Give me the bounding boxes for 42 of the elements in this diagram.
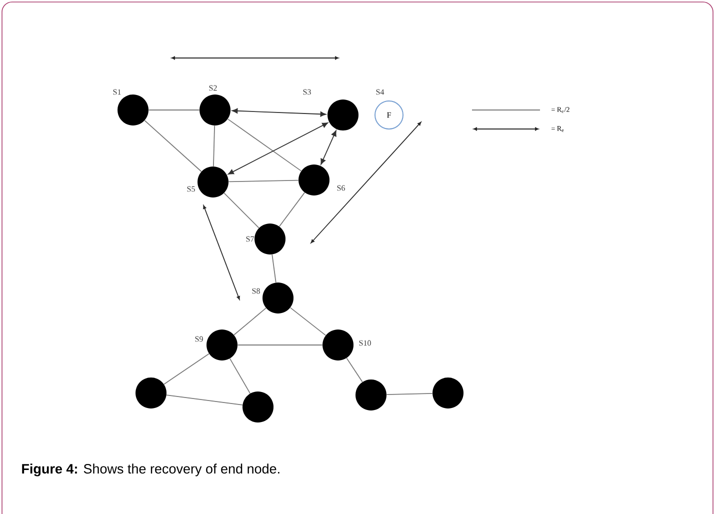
- link-line: [224, 192, 260, 228]
- node-label: S5: [187, 186, 195, 192]
- node-label: S8: [252, 288, 260, 294]
- node-label: S9: [195, 336, 203, 342]
- arrow: [320, 130, 336, 165]
- arrow: [232, 108, 326, 117]
- link-line: [272, 254, 276, 283]
- sensor-node: [432, 378, 464, 408]
- node-label: S1: [113, 89, 121, 95]
- link-line: [237, 344, 323, 346]
- link-line: [213, 125, 216, 167]
- sensor-node: [356, 380, 386, 410]
- link-line: [164, 353, 210, 385]
- arrow: [228, 122, 328, 174]
- sensor-node: [254, 224, 286, 254]
- sensor-node: [136, 378, 166, 408]
- node-label: S3: [303, 89, 311, 95]
- link-line: [228, 180, 299, 182]
- sensor-node: [206, 330, 238, 360]
- sensor-node: [322, 330, 354, 360]
- link-line: [346, 358, 363, 382]
- sensor-node: [118, 94, 148, 126]
- node-label: S2: [209, 85, 217, 91]
- link-line: [290, 307, 326, 336]
- sensor-node: [242, 392, 274, 422]
- link-line: [278, 192, 306, 227]
- node-label: S4: [376, 89, 384, 95]
- link-line: [144, 120, 202, 172]
- link-line: [229, 358, 251, 394]
- node-label: S6: [337, 185, 345, 191]
- sensor-node: [198, 166, 228, 198]
- node-label: S7: [246, 236, 254, 242]
- sensor-node: [200, 94, 230, 126]
- link-line: [166, 394, 243, 406]
- sensor-node: [262, 282, 294, 314]
- sensor-node: [298, 164, 330, 196]
- node-label: S10: [359, 340, 371, 346]
- sensor-node: [328, 100, 358, 130]
- link-line: [227, 118, 302, 172]
- link-line: [234, 308, 266, 336]
- link-line: [386, 392, 433, 396]
- caption: Figure 4: Shows the recovery of end node.: [22, 464, 280, 476]
